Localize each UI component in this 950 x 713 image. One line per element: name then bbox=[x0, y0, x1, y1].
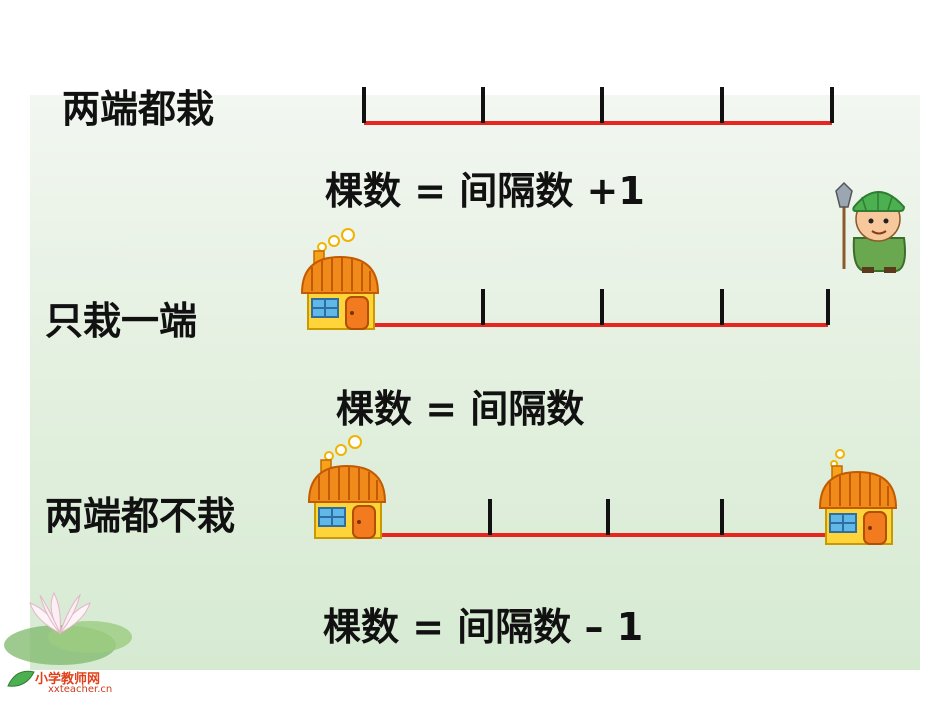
row2-label: 只栽一端 bbox=[45, 298, 198, 343]
leaf-icon bbox=[7, 670, 35, 687]
house-icon bbox=[818, 449, 898, 545]
background-panel bbox=[30, 95, 920, 670]
house-icon bbox=[307, 435, 387, 539]
logo-name: 小学教师网 bbox=[35, 672, 101, 687]
row1-label: 两端都栽 bbox=[62, 86, 215, 131]
house-icon bbox=[300, 228, 380, 330]
row1-formula: 棵数 = 间隔数 +1 bbox=[325, 169, 645, 213]
row3-label: 两端都不栽 bbox=[45, 493, 236, 538]
gardener-icon bbox=[835, 181, 906, 273]
lotus-icon bbox=[4, 591, 132, 665]
row3-formula: 棵数 = 间隔数 – 1 bbox=[323, 605, 644, 649]
logo-url: xxteacher.cn bbox=[48, 684, 113, 695]
row2-formula: 棵数 = 间隔数 bbox=[336, 387, 585, 431]
